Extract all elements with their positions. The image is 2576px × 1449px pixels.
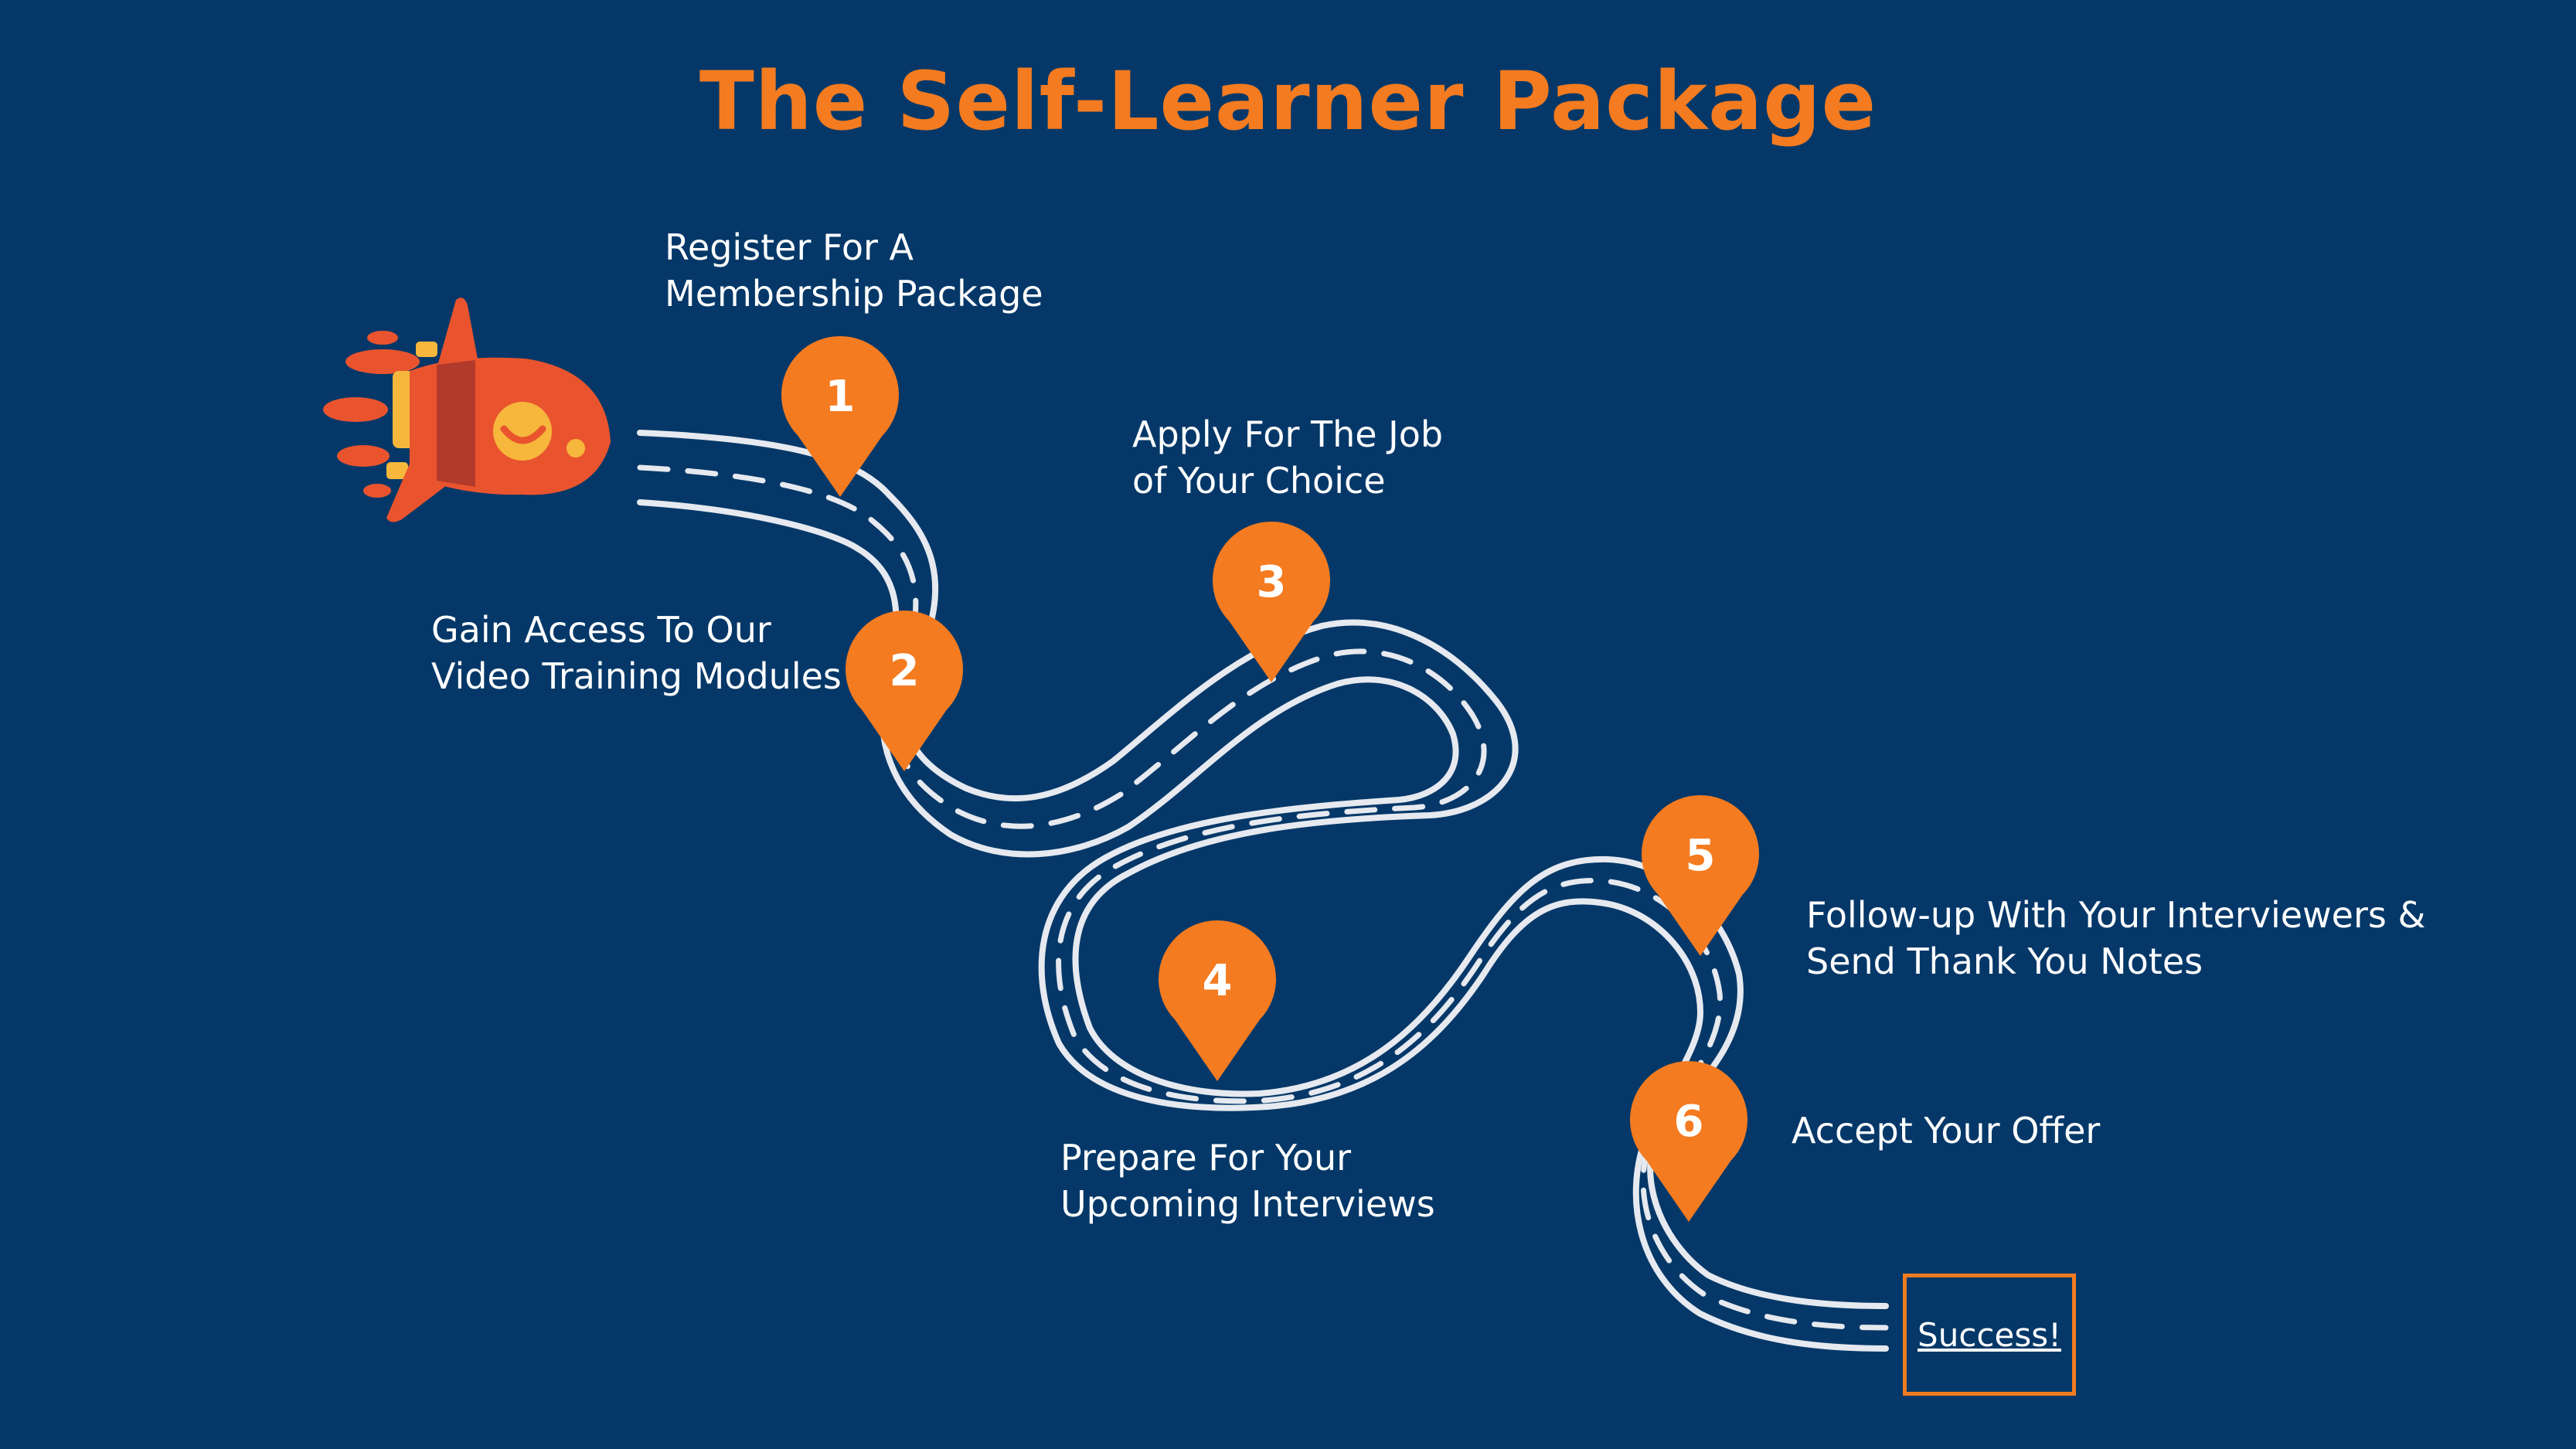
rocket-flame-5: [363, 484, 391, 498]
step-1-label-line-2: Membership Package: [665, 273, 1043, 315]
step-4-label-line-1: Prepare For Your: [1060, 1137, 1352, 1179]
rocket-nose-dot: [567, 439, 585, 457]
step-4-label-line-2: Upcoming Interviews: [1060, 1183, 1435, 1225]
step-5-label: Follow-up With Your Interviewers & Send …: [1806, 892, 2425, 985]
step-2-label: Gain Access To Our Video Training Module…: [431, 607, 842, 699]
step-4-label: Prepare For Your Upcoming Interviews: [1060, 1134, 1435, 1227]
rocket-flame-4: [367, 331, 398, 345]
step-6-label: Accept Your Offer: [1792, 1107, 2100, 1154]
step-3-label: Apply For The Job of Your Choice: [1132, 411, 1443, 504]
pin-number: 3: [1257, 557, 1287, 607]
rocket-flame-2: [323, 397, 388, 422]
road-edge-left: [637, 430, 1889, 1309]
pin-shape: [846, 610, 964, 771]
pin-number: 2: [890, 646, 920, 696]
step-5-label-line-2: Send Thank You Notes: [1806, 940, 2203, 982]
step-1-label-line-1: Register For A: [665, 226, 914, 268]
pin-shape: [781, 335, 899, 497]
rocket-icon: [323, 298, 611, 522]
success-box[interactable]: Success!: [1903, 1274, 2076, 1396]
map-pin-icon: 6: [1630, 1060, 1747, 1222]
pin-shape: [1158, 920, 1276, 1081]
map-pin-icon: 5: [1642, 794, 1759, 956]
step-2-label-line-2: Video Training Modules: [431, 655, 842, 697]
pin-shape: [1642, 794, 1759, 956]
map-pin-icon: 3: [1213, 521, 1331, 682]
pin-number: 1: [825, 372, 856, 422]
pin-number: 4: [1203, 956, 1233, 1006]
step-3-label-line-1: Apply For The Job: [1132, 413, 1444, 455]
rocket-window: [493, 402, 552, 461]
pin-shape: [1213, 521, 1331, 682]
page-title: The Self-Learner Package: [699, 54, 1877, 148]
map-pin-icon: 2: [846, 610, 964, 771]
rocket-flame-3: [337, 445, 390, 467]
step-6-label-line-1: Accept Your Offer: [1792, 1110, 2101, 1151]
pin-number: 5: [1686, 831, 1716, 881]
step-2-label-line-1: Gain Access To Our: [431, 609, 771, 651]
step-3-label-line-2: of Your Choice: [1132, 460, 1386, 502]
rocket-stripe: [437, 360, 475, 487]
rocket-flame-1: [345, 349, 420, 374]
pin-shape: [1630, 1060, 1747, 1222]
step-5-label-line-1: Follow-up With Your Interviewers &: [1806, 894, 2426, 936]
success-link[interactable]: Success!: [1918, 1315, 2061, 1354]
pin-number: 6: [1674, 1097, 1704, 1147]
rocket-exhaust-top: [416, 342, 437, 357]
map-pin-icon: 4: [1158, 920, 1276, 1081]
rocket-exhaust-bot: [386, 462, 408, 479]
road-edge-right: [637, 499, 1889, 1352]
step-1-label: Register For A Membership Package: [665, 224, 1043, 317]
map-pin-icon: 1: [781, 335, 899, 497]
road-center-dashes: [637, 464, 1889, 1331]
rocket-window-smile: [500, 425, 546, 444]
